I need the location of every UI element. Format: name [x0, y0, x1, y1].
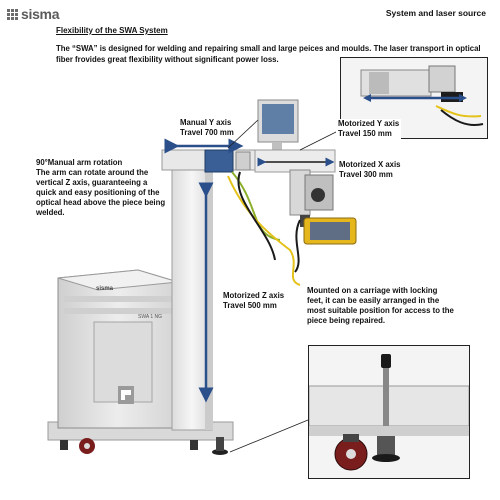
arm-rotation-heading: 90°Manual arm rotation	[36, 158, 123, 167]
motorized-z-axis-label: Motorized Z axis Travel 500 mm	[223, 291, 284, 311]
motorized-x-axis-name: Motorized X axis	[339, 160, 401, 169]
inset-carriage-detail	[308, 345, 470, 479]
cabinet-brand: sisma	[96, 286, 114, 292]
carriage-note: Mounted on a carriage with locking feet,…	[307, 286, 454, 325]
brand-logo: sisma	[6, 6, 60, 22]
cabinet-model: SWA 1 NG	[138, 314, 162, 320]
motorized-z-axis-name: Motorized Z axis	[223, 291, 285, 300]
leader-line	[299, 129, 341, 151]
laser-cabinet	[57, 269, 179, 429]
carriage-detail-drawing	[309, 346, 469, 478]
motorized-y-axis-name: Motorized Y axis	[338, 119, 400, 128]
cables	[227, 171, 301, 286]
motorized-y-axis-label: Motorized Y axis Travel 150 mm	[336, 119, 402, 139]
manual-y-axis-name: Manual Y axis	[180, 118, 232, 127]
touch-monitor	[257, 99, 299, 154]
intro-paragraph: The “SWA” is designed for welding and re…	[56, 44, 481, 64]
page-title: Flexibility of the SWA System	[56, 26, 168, 35]
motorized-x-axis-label: Motorized X axis Travel 300 mm	[339, 160, 401, 180]
motorized-z-axis-travel: Travel 500 mm	[223, 301, 277, 310]
manual-y-axis-travel: Travel 700 mm	[180, 128, 234, 137]
optical-head	[254, 149, 336, 227]
arm-rotation-note: 90°Manual arm rotation The arm can rotat…	[36, 158, 166, 218]
section-name: System and laser source	[385, 8, 486, 18]
sisma-logo-icon	[6, 8, 18, 20]
motorized-x-axis-travel: Travel 300 mm	[339, 170, 393, 179]
inset-head-detail	[340, 57, 488, 139]
control-pad	[303, 217, 357, 245]
brand-name: sisma	[21, 6, 60, 22]
leader-line	[229, 419, 309, 453]
manual-y-axis-label: Manual Y axis Travel 700 mm	[180, 118, 234, 138]
motorized-y-axis-travel: Travel 150 mm	[338, 129, 392, 138]
leader-line	[227, 119, 259, 149]
arm-rotation-body: The arm can rotate around the vertical Z…	[36, 168, 166, 217]
horizontal-arm	[161, 149, 283, 173]
